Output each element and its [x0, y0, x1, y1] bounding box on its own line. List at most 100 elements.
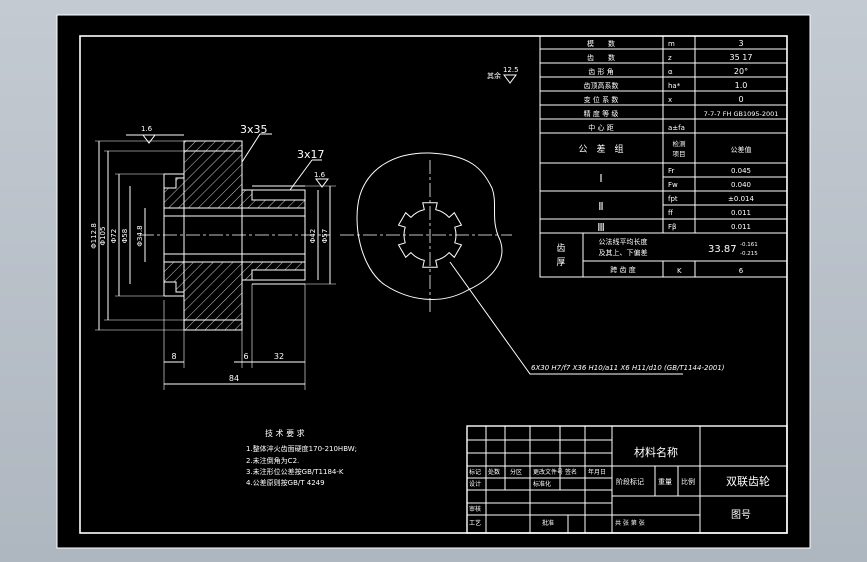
param-label: 精 度 等 级: [584, 109, 619, 118]
dim-dia-57: Φ57: [321, 229, 329, 243]
span-label: 跨 齿 度: [610, 265, 635, 274]
group-roman: Ⅰ: [599, 172, 602, 185]
tb-approve: 批准: [542, 519, 554, 527]
tb-count: 处数: [488, 468, 500, 476]
dim-len-84: 84: [229, 374, 239, 383]
inner-frame: [79, 35, 788, 534]
param-symbol: z: [668, 54, 672, 62]
param-symbol: m: [668, 40, 675, 48]
chamfer-3x35: 3x35: [240, 123, 268, 136]
tolerance-group-label: 公 差 组: [578, 143, 623, 155]
group-value: 0.011: [731, 209, 751, 217]
param-value: 7-7-7 FH GB1095-2001: [704, 110, 779, 118]
group-value: 0.040: [731, 181, 751, 189]
side-view: [340, 152, 683, 375]
dim-dia-105: Φ105: [99, 227, 107, 246]
tb-process: 工艺: [469, 519, 481, 527]
group-value: 0.045: [731, 167, 751, 175]
check-item-label-1: 检测: [673, 139, 687, 148]
dim-dia-112: Φ112.8: [90, 223, 98, 249]
dim-dia-34: Φ34.8: [136, 225, 144, 246]
roughness-right: 1.6: [314, 171, 326, 179]
tolerance-value-label: 公差值: [731, 145, 752, 154]
param-value: 3: [738, 39, 743, 48]
roughness-top: 1.6: [141, 125, 153, 133]
group-value: 0.011: [731, 223, 751, 231]
tooth-thickness-side-2: 厚: [556, 257, 565, 268]
tooth-thickness-desc-1: 公法线平均长度: [599, 237, 648, 246]
span-symbol: K: [677, 267, 682, 275]
tb-scale: 比例: [681, 477, 695, 486]
tb-sign: 签名: [565, 468, 577, 476]
tech-line-1: 1.整体淬火齿面硬度170-210HBW;: [246, 444, 357, 453]
dim-len-32: 32: [274, 352, 284, 361]
dim-dia-58: Φ58: [121, 229, 129, 243]
tech-line-3: 3.未注形位公差按GB/T1184-K: [246, 467, 344, 476]
gear-section-view: [95, 74, 517, 390]
tb-sheets: 共 张 第 张: [615, 519, 645, 527]
group-symbol: Fr: [668, 167, 675, 175]
tooth-thickness-desc-2: 及其上、下偏差: [599, 248, 648, 257]
param-symbol: α: [668, 68, 673, 76]
param-value: 35 17: [730, 53, 753, 62]
tb-audit: 审核: [469, 505, 481, 513]
tb-stage: 阶段标记: [616, 477, 644, 486]
dim-len-8: 8: [171, 352, 176, 361]
param-label: 齿 数: [587, 53, 615, 62]
tb-design: 设计: [469, 480, 481, 488]
tb-change: 更改文件号: [533, 468, 563, 476]
tooth-thickness-side-1: 齿: [556, 243, 565, 254]
param-symbol: a±fa: [668, 124, 685, 132]
tb-weight: 重量: [658, 478, 672, 486]
tech-line-4: 4.公差原则按GB/T 4249: [246, 478, 325, 487]
param-value: 0: [738, 95, 743, 104]
spline-leader: [449, 261, 683, 375]
group-symbol: fpt: [668, 195, 678, 203]
chamfer-3x17: 3x17: [297, 148, 325, 161]
param-label: 齿 形 角: [588, 67, 613, 76]
spline-note: 6X30 H7/f7 X36 H10/a11 X6 H11/d10 (GB/T1…: [531, 364, 725, 372]
dim-len-6: 6: [243, 352, 248, 361]
param-value: 20°: [734, 67, 748, 76]
param-label: 齿顶高系数: [584, 81, 619, 90]
parameter-table-text: 模 数 m 3 齿 数 z 35 17 齿 形 角 α 20° 齿顶高系数 ha* 1.0 变 位 系 …: [556, 39, 778, 275]
title-block-text: 材料名称 双联齿轮 图号 标记 处数 分区 更改文件号 签名 年月日 设计 标准…: [469, 445, 770, 527]
group-symbol: Fw: [668, 181, 678, 189]
param-symbol: ha*: [668, 82, 681, 90]
group-value: ±0.014: [728, 195, 754, 203]
roughness-other: 其余: [487, 71, 501, 80]
param-label: 变 位 系 数: [584, 95, 619, 104]
blank-outline: [356, 152, 503, 300]
tb-standard: 标准化: [533, 480, 551, 488]
spline-bore: [397, 202, 463, 268]
group-roman: Ⅲ: [597, 221, 605, 234]
dim-dia-72: Φ72: [110, 229, 118, 243]
group-symbol: ff: [668, 209, 673, 217]
technical-requirements: 技 术 要 求 1.整体淬火齿面硬度170-210HBW; 2.未注倒角为C2.…: [246, 428, 357, 487]
tb-mark: 标记: [469, 468, 481, 476]
group-roman: Ⅱ: [598, 200, 603, 213]
group-symbol: Fβ: [668, 223, 677, 231]
tooth-thickness-value: 33.87: [708, 244, 737, 255]
param-symbol: x: [668, 96, 672, 104]
drawing-number-label: 图号: [731, 509, 751, 521]
title-block: [466, 425, 788, 534]
tooth-thickness-lower: -0.215: [740, 251, 758, 257]
tech-title: 技 术 要 求: [265, 428, 305, 438]
tb-date: 年月日: [588, 468, 606, 476]
parameter-table: [539, 35, 788, 278]
param-label: 模 数: [587, 39, 615, 48]
check-item-label-2: 项目: [673, 150, 686, 158]
tb-zone: 分区: [510, 468, 522, 476]
param-value: 1.0: [735, 81, 748, 90]
tooth-thickness-upper: -0.161: [740, 242, 758, 248]
span-value: 6: [739, 267, 744, 275]
param-label: 中 心 距: [588, 123, 613, 132]
dim-dia-42: Φ42: [309, 229, 317, 243]
roughness-other-value: 12.5: [503, 66, 519, 74]
material-name-label: 材料名称: [634, 445, 678, 459]
part-name: 双联齿轮: [726, 474, 770, 488]
